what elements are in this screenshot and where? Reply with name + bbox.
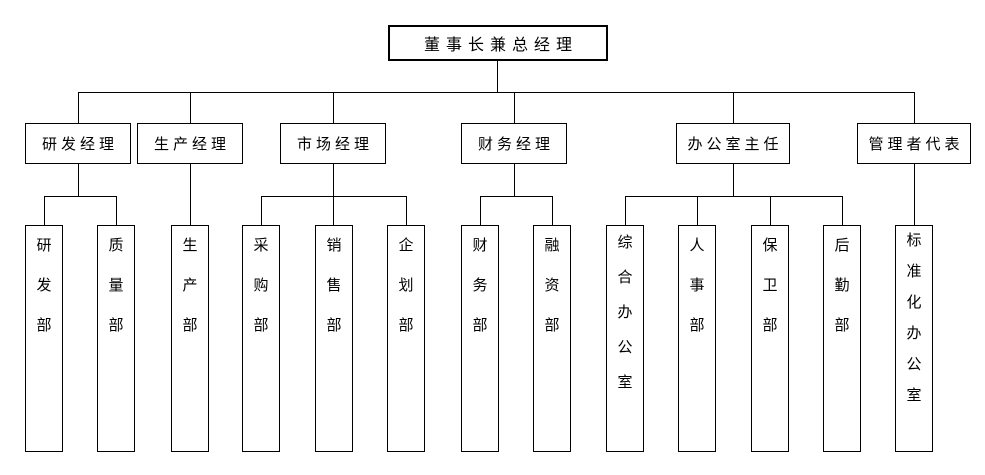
connector-drop-hr-dept (697, 196, 698, 225)
box-office-director: 办公室主任 (676, 123, 790, 164)
connector-drop-rd-manager (78, 92, 79, 123)
connector-drop-logistics-dept (842, 196, 843, 225)
box-hr-dept: 人 事 部 (678, 225, 716, 452)
connector-market-group-hline (261, 196, 407, 197)
connector-finance-group-hline (480, 196, 553, 197)
planning-dept-label: 企 划 部 (398, 238, 414, 334)
quality-dept-label: 质 量 部 (108, 238, 124, 334)
connector-market-manager-drop (333, 164, 334, 196)
security-dept-label: 保 卫 部 (762, 238, 778, 334)
connector-drop-sales-dept (333, 196, 334, 225)
box-rd-manager: 研发经理 (25, 123, 131, 164)
management-rep-label: 管理者代表 (868, 137, 964, 153)
box-production-dept: 生 产 部 (171, 225, 209, 452)
hr-dept-label: 人 事 部 (689, 238, 705, 334)
connector-drop-quality-dept (116, 196, 117, 225)
connector-rd-group-hline (44, 196, 117, 197)
production-dept-label: 生 产 部 (182, 238, 198, 334)
connector-office-group-hline (625, 196, 843, 197)
box-management-rep: 管理者代表 (857, 123, 971, 164)
production-manager-label: 生产经理 (153, 137, 230, 153)
box-logistics-dept: 后 勤 部 (823, 225, 861, 452)
connector-drop-market-manager (333, 92, 334, 123)
box-purchasing-dept: 采 购 部 (242, 225, 280, 452)
connector-drop-management-rep (914, 92, 915, 123)
box-quality-dept: 质 量 部 (97, 225, 135, 452)
box-financing-dept: 融 资 部 (533, 225, 571, 452)
connector-drop-standardization-office (914, 164, 915, 225)
purchasing-dept-label: 采 购 部 (253, 238, 269, 334)
box-planning-dept: 企 划 部 (387, 225, 425, 452)
finance-dept-label: 财 务 部 (472, 238, 488, 334)
connector-drop-production-dept (190, 164, 191, 225)
sales-dept-label: 销 售 部 (326, 238, 342, 334)
chairman-general-manager-label: 董事长兼总经理 (423, 37, 578, 54)
box-rd-dept: 研 发 部 (25, 225, 63, 452)
connector-level1-hline (78, 92, 915, 93)
financing-dept-label: 融 资 部 (544, 238, 560, 334)
box-market-manager: 市场经理 (280, 123, 386, 164)
connector-drop-financing-dept (552, 196, 553, 225)
box-general-office: 综 合 办 公 室 (606, 225, 644, 452)
connector-drop-security-dept (770, 196, 771, 225)
connector-finance-manager-drop (514, 164, 515, 196)
general-office-label: 综 合 办 公 室 (617, 235, 633, 391)
connector-drop-general-office (625, 196, 626, 225)
connector-drop-rd-dept (44, 196, 45, 225)
office-director-label: 办公室主任 (687, 137, 783, 153)
box-sales-dept: 销 售 部 (315, 225, 353, 452)
connector-root-drop (497, 61, 498, 92)
connector-drop-finance-dept (480, 196, 481, 225)
connector-rd-manager-drop (78, 164, 79, 196)
box-security-dept: 保 卫 部 (751, 225, 789, 452)
connector-office-director-drop (733, 164, 734, 196)
connector-drop-purchasing-dept (261, 196, 262, 225)
market-manager-label: 市场经理 (296, 137, 373, 153)
box-standardization-office: 标 准 化 办 公 室 (895, 225, 933, 452)
box-finance-dept: 财 务 部 (461, 225, 499, 452)
rd-manager-label: 研发经理 (41, 137, 118, 153)
box-finance-manager: 财务经理 (461, 123, 567, 164)
standardization-office-label: 标 准 化 办 公 室 (906, 233, 922, 404)
logistics-dept-label: 后 勤 部 (834, 238, 850, 334)
connector-drop-production-manager (190, 92, 191, 123)
connector-drop-planning-dept (406, 196, 407, 225)
finance-manager-label: 财务经理 (477, 137, 554, 153)
connector-drop-finance-manager (514, 92, 515, 123)
box-chairman-general-manager: 董事长兼总经理 (388, 25, 608, 61)
rd-dept-label: 研 发 部 (36, 238, 52, 334)
connector-drop-office-director (733, 92, 734, 123)
box-production-manager: 生产经理 (137, 123, 243, 164)
